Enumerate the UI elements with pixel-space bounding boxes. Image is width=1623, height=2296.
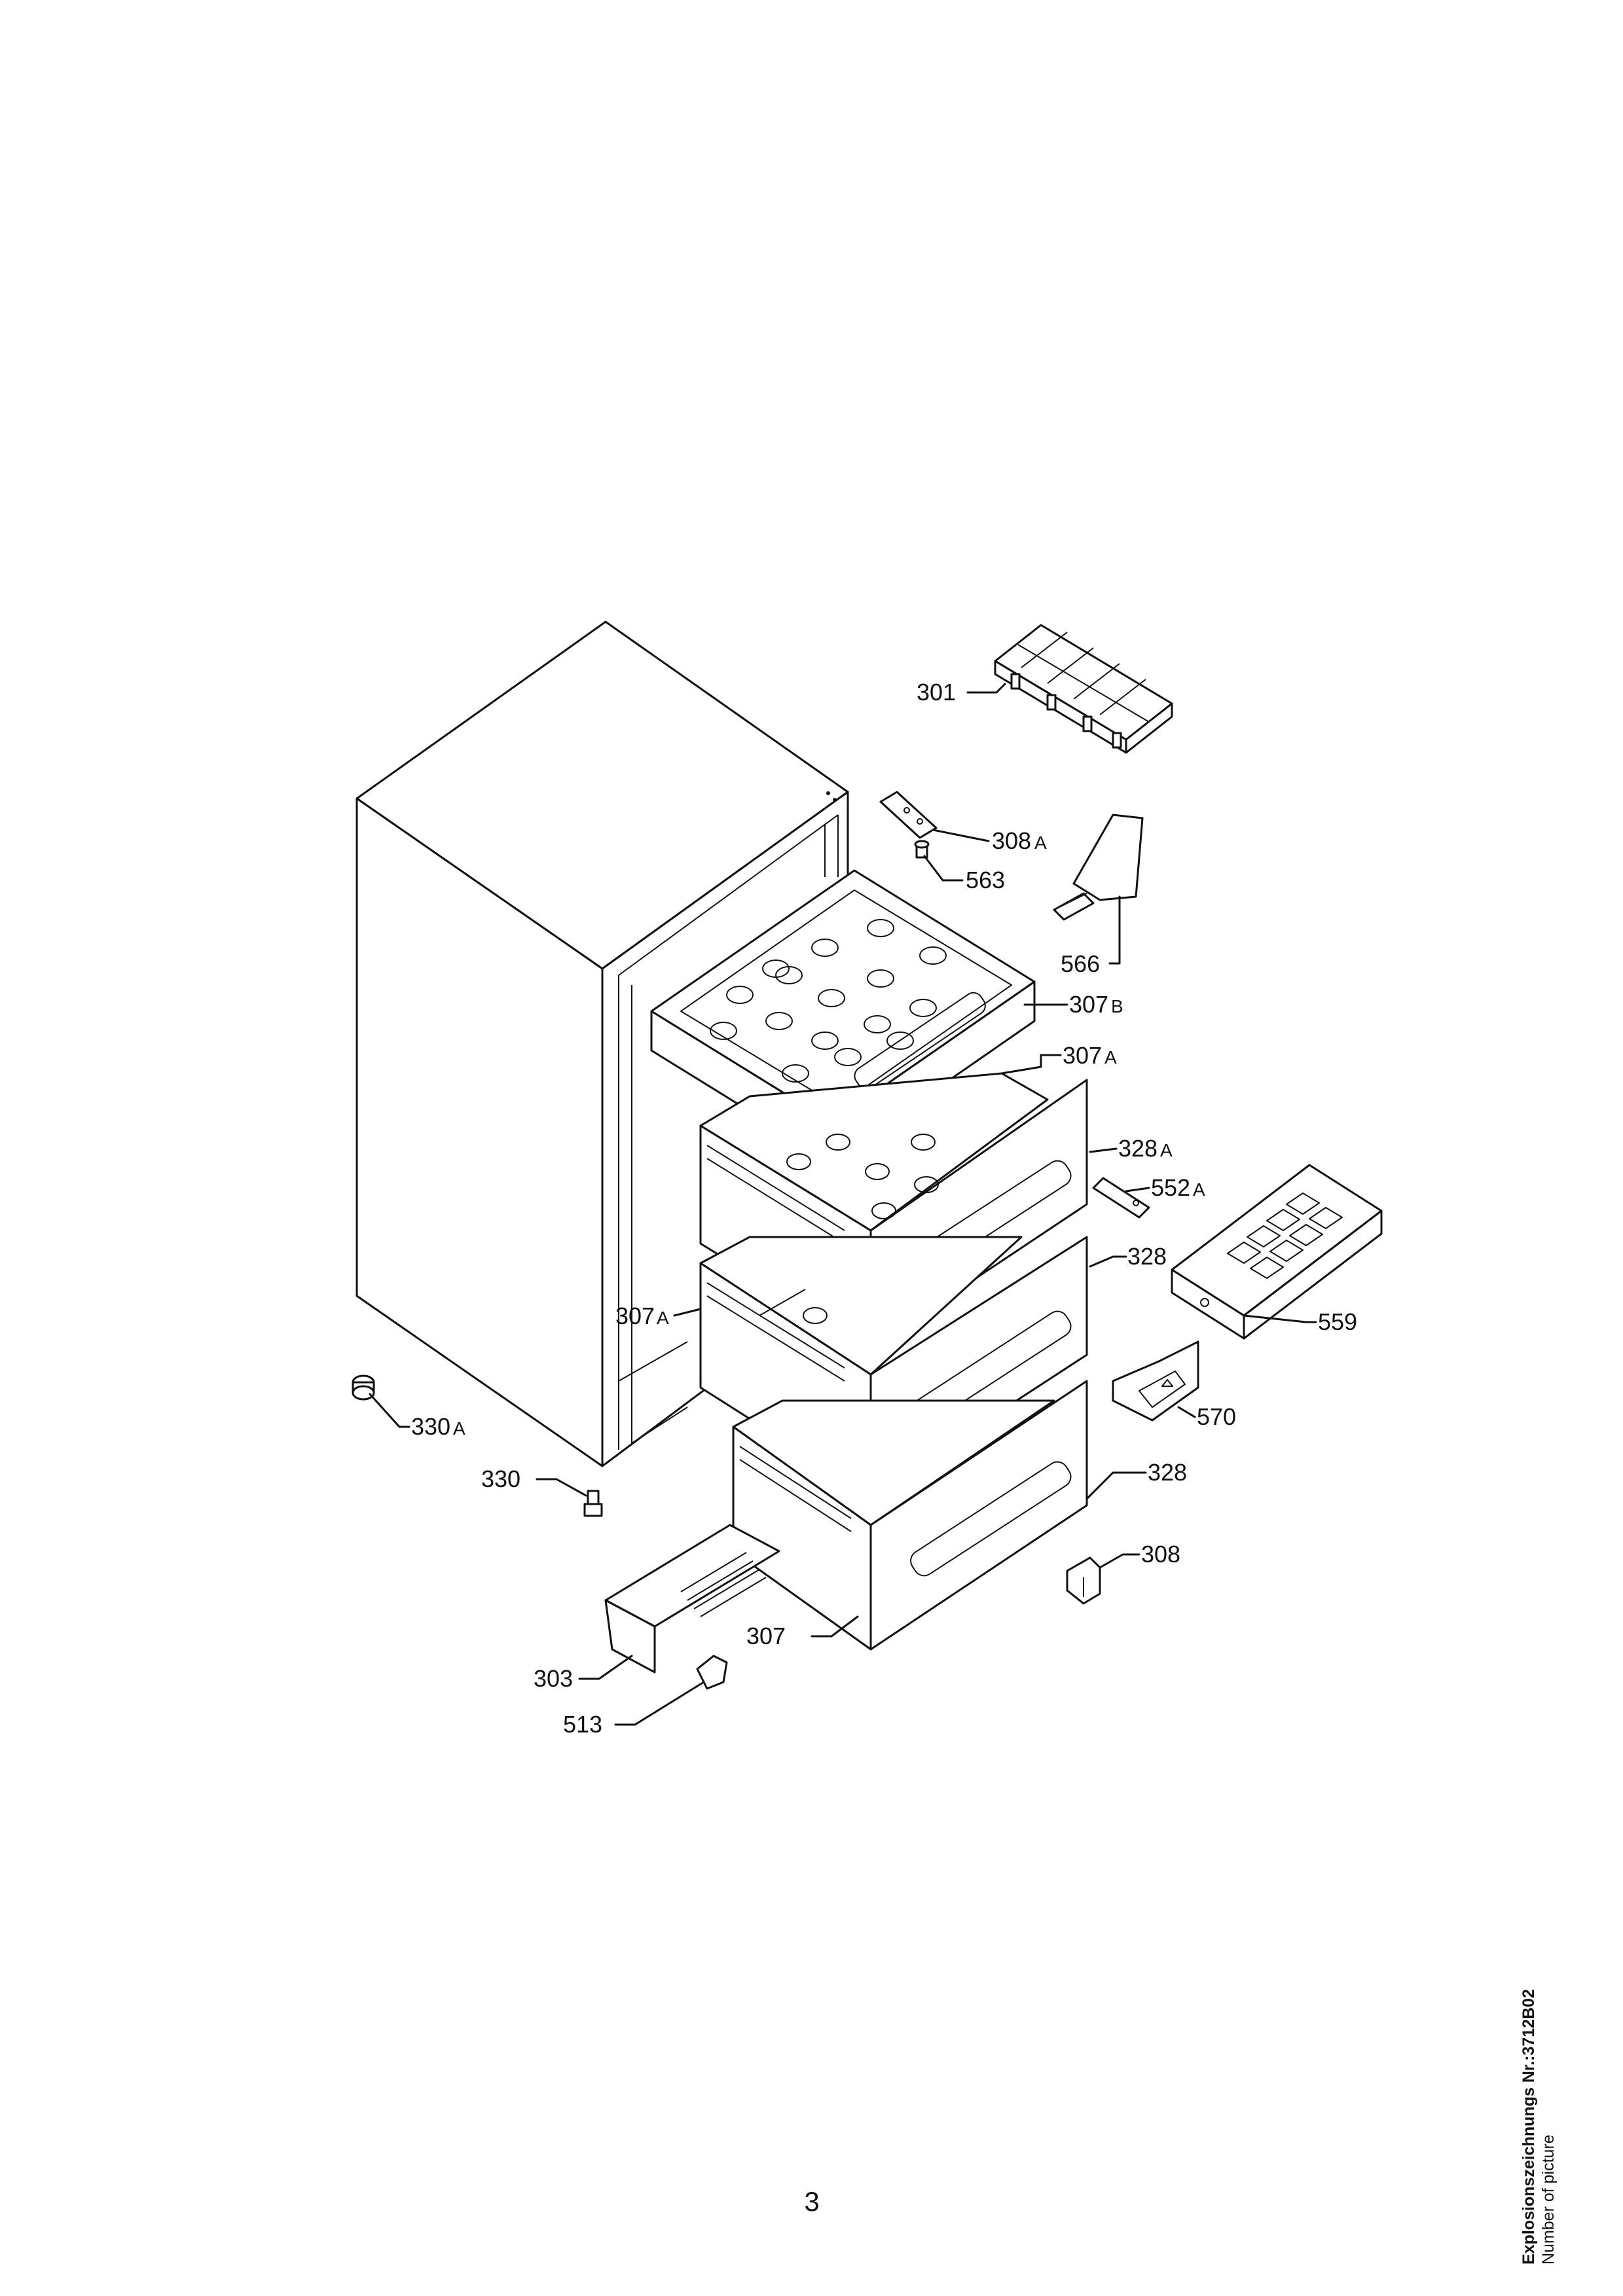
caption-subtitle: Number of picture [1539, 2134, 1558, 2265]
label-552a-suffix: A [1193, 1179, 1205, 1200]
bracket-552a [1092, 1177, 1150, 1219]
pin-563 [914, 840, 930, 859]
label-301: 301 [917, 679, 956, 706]
ice-scraper-566 [1053, 814, 1144, 921]
drawer-lower [732, 1380, 1088, 1651]
holder-570 [1112, 1340, 1199, 1422]
label-307a-left: 307 [615, 1302, 655, 1329]
foot-330a [352, 1374, 375, 1401]
label-307b-suffix: B [1111, 996, 1123, 1016]
part-labels: 301 308 A 563 566 307 B 307 A 328 A 552 … [411, 679, 1357, 1738]
label-328-mid: 328 [1127, 1243, 1167, 1270]
page-number: 3 [804, 2186, 820, 2217]
label-330a-suffix: A [453, 1418, 465, 1439]
label-328-low: 328 [1148, 1459, 1187, 1486]
label-308a: 308 [992, 827, 1031, 854]
label-330a: 330 [411, 1413, 450, 1440]
clip-513 [696, 1655, 728, 1690]
ice-cube-tray-301 [994, 624, 1173, 754]
label-308: 308 [1141, 1541, 1180, 1568]
label-307: 307 [746, 1623, 786, 1649]
caption-title: Explosionszeichnungs Nr.:3712B02 [1520, 1989, 1538, 2265]
label-552a: 552 [1151, 1174, 1190, 1201]
label-513: 513 [563, 1711, 602, 1738]
label-570: 570 [1197, 1403, 1236, 1430]
freezer-pack-559 [1171, 1164, 1383, 1340]
foot-330 [583, 1490, 603, 1517]
label-307b: 307 [1069, 991, 1108, 1018]
label-328a-suffix: A [1160, 1140, 1173, 1160]
label-308a-suffix: A [1034, 833, 1047, 853]
hinge-308 [1066, 1556, 1101, 1605]
label-307a-top: 307 [1063, 1042, 1102, 1069]
freezer-pack-grid [1227, 1193, 1343, 1279]
drawing-caption: Explosionszeichnungs Nr.:3712B02 Number … [1519, 1989, 1558, 2265]
hinge-plate-308a [879, 791, 938, 839]
kick-plate-303 [604, 1524, 780, 1674]
label-307a-top-suffix: A [1104, 1047, 1117, 1067]
label-566: 566 [1061, 950, 1100, 977]
tray-307b-holes [710, 919, 947, 1083]
label-330: 330 [481, 1465, 520, 1492]
label-303: 303 [534, 1665, 573, 1692]
label-563: 563 [966, 867, 1005, 893]
leader-lines [369, 683, 1317, 1726]
label-307a-left-suffix: A [657, 1308, 669, 1328]
label-328a: 328 [1118, 1135, 1158, 1162]
label-559: 559 [1318, 1308, 1357, 1335]
